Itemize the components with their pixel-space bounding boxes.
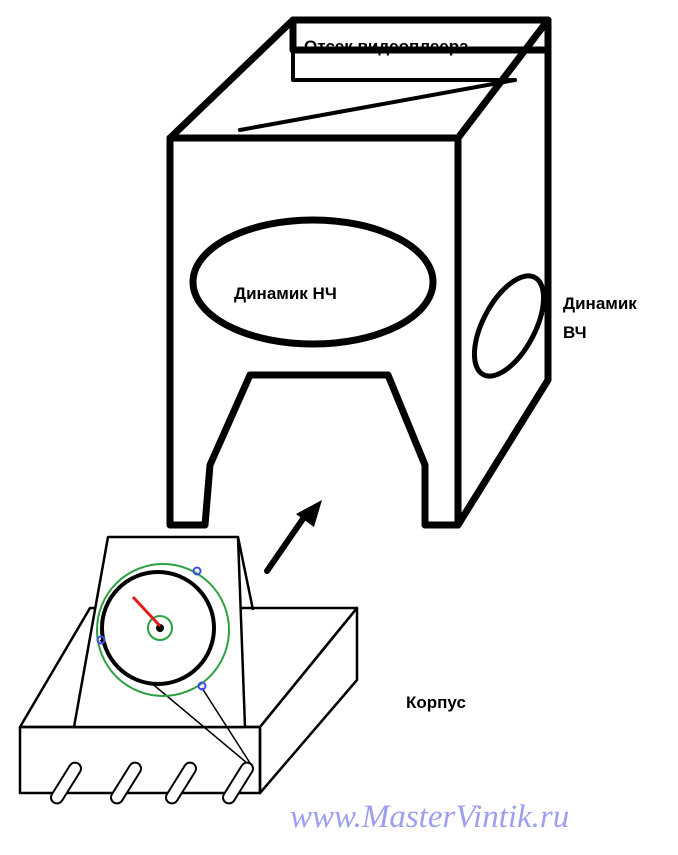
base-right-face — [258, 606, 359, 795]
belt-line-2 — [201, 687, 251, 764]
roller-1 — [192, 566, 202, 576]
roller-3 — [197, 681, 207, 691]
speaker-cabinet — [166, 16, 552, 529]
hub-ring — [147, 615, 173, 641]
player-bay-inner-edge — [291, 48, 517, 82]
flywheel-outer-ring — [96, 563, 230, 697]
tweeter-outline — [471, 273, 547, 379]
mount-side-edge — [236, 536, 255, 611]
pin-4 — [221, 761, 255, 805]
pointer-needle — [131, 595, 162, 628]
cabinet-right-face — [454, 16, 552, 529]
connector-pins — [49, 761, 255, 805]
player-bay-back-edge — [238, 78, 517, 132]
housing — [18, 535, 359, 795]
base-front-face — [18, 725, 262, 795]
pin-1 — [49, 761, 83, 805]
woofer-label: Динамик НЧ — [234, 284, 337, 303]
player-bay-label: Отсек видеоплеера — [304, 37, 469, 56]
roller-2 — [96, 635, 106, 645]
pin-3 — [164, 761, 198, 805]
housing-label: Корпус — [406, 693, 466, 712]
direction-arrow — [264, 500, 322, 574]
cabinet-front-face — [166, 134, 462, 529]
woofer-outline — [189, 216, 437, 348]
watermark: www.MasterVintik.ru — [290, 799, 569, 835]
tweeter-label-line1: Динамик — [563, 294, 637, 313]
pin-2 — [109, 761, 143, 805]
tweeter-label-line2: ВЧ — [563, 323, 587, 342]
